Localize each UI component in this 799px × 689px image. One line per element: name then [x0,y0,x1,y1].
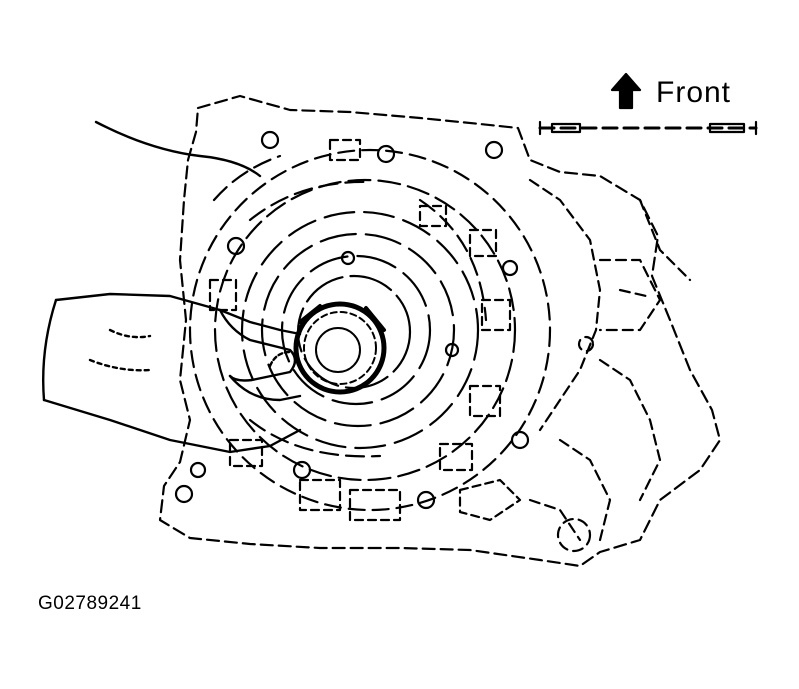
technician-hand [42,120,302,454]
pump-inner-sectors [212,154,488,458]
front-arrow-icon [610,72,642,110]
casing-right-detail [528,178,692,553]
front-direction-label: Front [656,76,732,109]
stator-shaft-seal [293,301,387,395]
bolt-holes [174,130,530,510]
transmission-housing [158,94,722,568]
figure-code: G02789241 [38,593,142,614]
flange-lugs [208,138,522,522]
front-reference-bar [538,120,758,136]
